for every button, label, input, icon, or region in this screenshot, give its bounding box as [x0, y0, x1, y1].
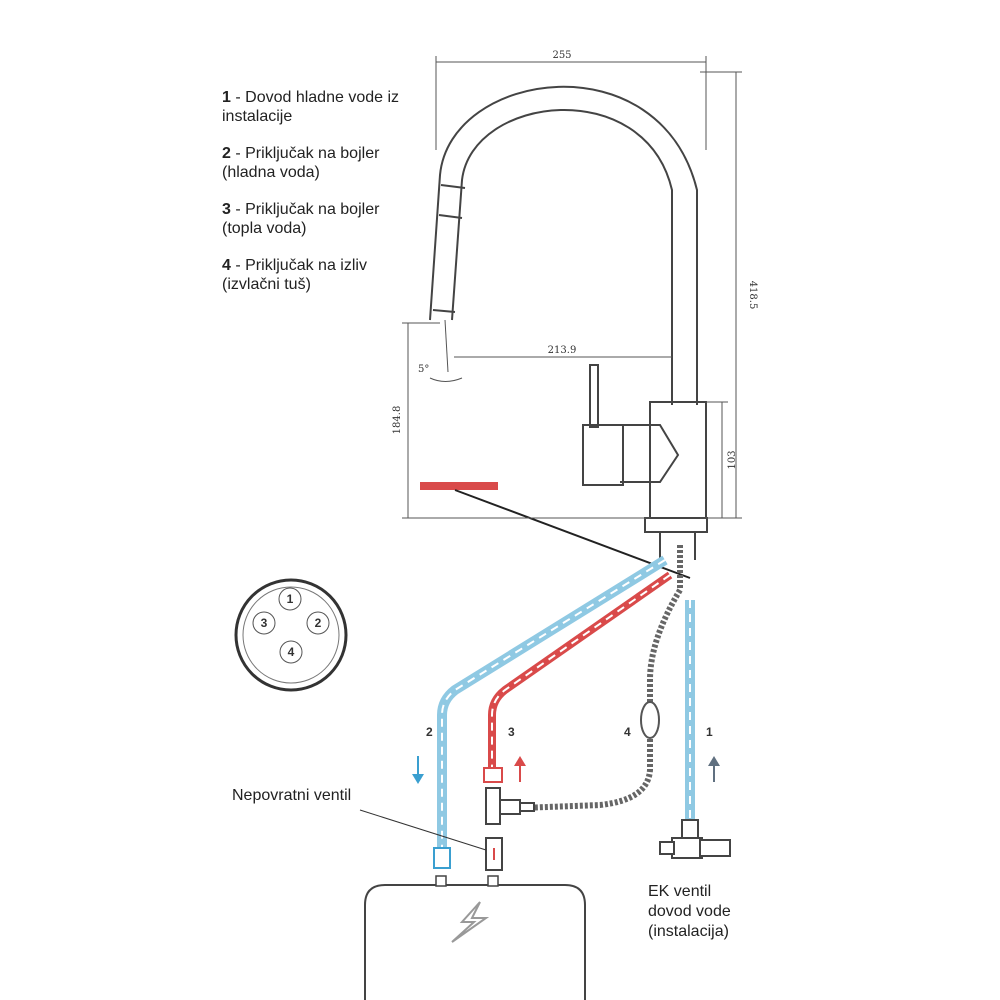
check-valve-leader — [359, 809, 487, 851]
legend-text: - Dovod hladne vode iz instalacije — [222, 89, 400, 125]
hose-3-hot — [488, 571, 673, 775]
lightning-icon — [451, 901, 490, 943]
legend-item-2: 2 - Priključak na bojler (hladna voda) — [222, 144, 422, 182]
legend-text: - Priključak na izliv (izvlačni tuš) — [222, 257, 367, 293]
legend: 1 - Dovod hladne vode iz instalacije 2 -… — [222, 88, 422, 312]
port-label-3: 3 — [261, 616, 268, 630]
water-heater — [364, 875, 586, 1000]
tee-fitting — [483, 767, 535, 825]
dim-spout-height: 184.8 — [392, 406, 403, 435]
flow-arrow-supply-up — [708, 756, 720, 782]
hose-4-shower — [519, 545, 683, 811]
hose-label-4: 4 — [624, 725, 631, 739]
ek-valve-line: EK ventil — [648, 883, 712, 900]
legend-text: - Priključak na bojler (hladna voda) — [222, 145, 380, 181]
legend-num: 3 — [222, 201, 231, 218]
ek-valve — [659, 819, 731, 859]
legend-num: 2 — [222, 145, 231, 162]
legend-item-3: 3 - Priključak na bojler (topla voda) — [222, 200, 422, 238]
faucet-drawing — [429, 85, 708, 560]
check-valve-label: Nepovratni ventil — [232, 787, 352, 804]
legend-text: - Priključak na bojler (topla voda) — [222, 201, 380, 237]
dim-angle: 5° — [418, 364, 429, 375]
countertop-section — [420, 482, 498, 490]
hose-label-3: 3 — [508, 725, 515, 739]
dim-width-total: 255 — [552, 50, 571, 61]
hose-label-1: 1 — [706, 725, 713, 739]
flow-arrow-hot-up — [514, 756, 526, 782]
legend-num: 1 — [222, 89, 231, 106]
legend-item-1: 1 - Dovod hladne vode iz instalacije — [222, 88, 422, 126]
dim-spout-reach: 213.9 — [548, 345, 577, 356]
legend-num: 4 — [222, 257, 231, 274]
ek-valve-line: dovod vode — [648, 903, 731, 920]
flow-arrow-cold-down — [412, 756, 424, 784]
hose-2-cold — [437, 555, 668, 855]
connector-ports: 1 2 3 4 — [234, 578, 348, 692]
port-label-2: 2 — [315, 616, 322, 630]
port-label-1: 1 — [287, 592, 294, 606]
ek-valve-label: EK ventil dovod vode (instalacija) — [648, 882, 731, 942]
boiler-cold-fitting — [433, 847, 451, 869]
check-valve — [485, 837, 503, 871]
port-label-4: 4 — [288, 645, 295, 659]
dim-height-total: 418.5 — [747, 281, 758, 310]
ek-valve-line: (instalacija) — [648, 923, 729, 940]
dim-body-height: 103 — [727, 450, 738, 469]
hose-label-2: 2 — [426, 725, 433, 739]
dimension-lines — [402, 56, 742, 519]
legend-item-4: 4 - Priključak na izliv (izvlačni tuš) — [222, 256, 422, 294]
